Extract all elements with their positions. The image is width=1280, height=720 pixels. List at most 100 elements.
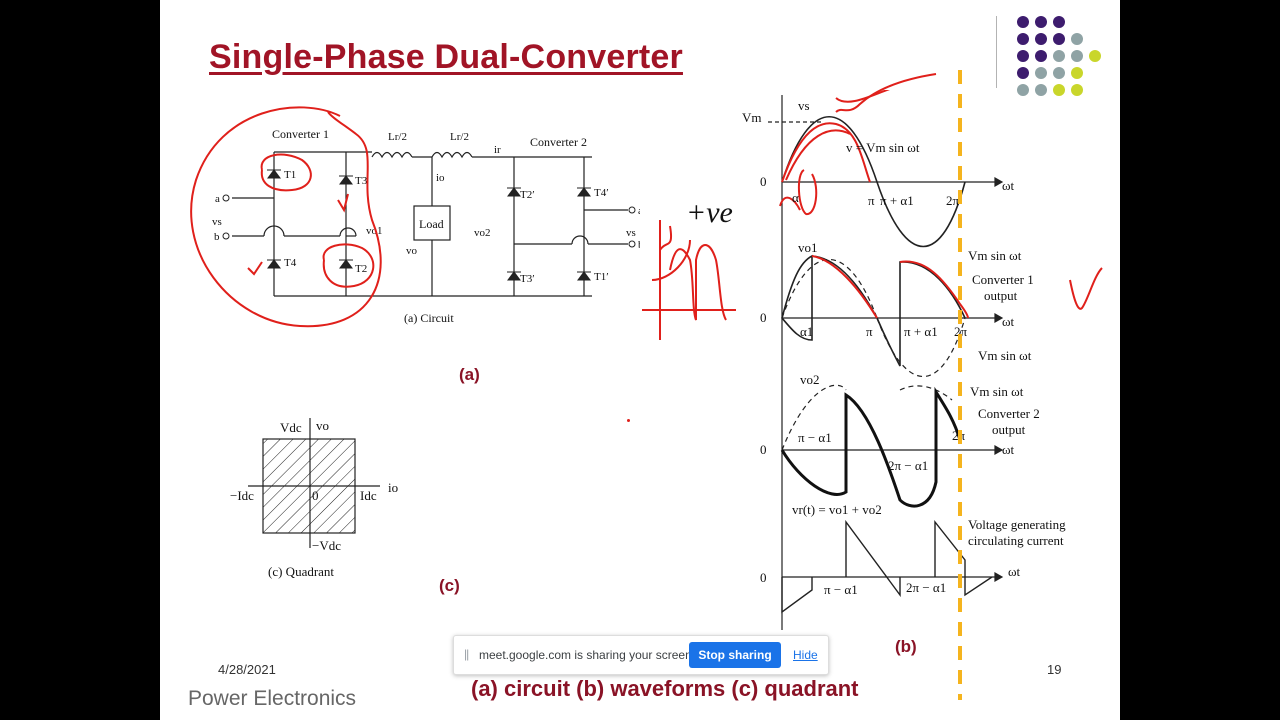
- origin-label: 0: [312, 488, 319, 503]
- vs-left: vs: [212, 216, 222, 228]
- slide-date: 4/28/2021: [218, 662, 276, 677]
- quadrant-vo-label: vo: [316, 418, 329, 433]
- decor-dot: [1053, 16, 1065, 28]
- idc-label: Idc: [360, 488, 377, 503]
- figure-label-b: (b): [895, 637, 917, 656]
- alpha-label: α: [792, 190, 799, 205]
- decor-dot: [1035, 16, 1047, 28]
- vo2-label: vo2: [474, 227, 491, 239]
- quadrant-io-label: io: [388, 480, 398, 495]
- hide-link[interactable]: Hide: [793, 648, 818, 662]
- voltage-generating-line2: circulating current: [968, 533, 1064, 548]
- decor-dot: [1053, 84, 1065, 96]
- vs-label: vs: [798, 98, 810, 113]
- decor-dot: [1017, 84, 1029, 96]
- neg-idc-label: −Idc: [230, 488, 254, 503]
- t4p-label: T4′: [594, 187, 609, 199]
- waveform-ink: [779, 90, 969, 319]
- two-pi-label-1: 2π: [946, 193, 960, 208]
- slide: Single-Phase Dual-Converter: [160, 0, 1120, 720]
- pi-label-1: π: [868, 193, 875, 208]
- decor-dot: [1071, 84, 1083, 96]
- vo1-label: vo1: [366, 225, 383, 237]
- converter2-label: Converter 2: [530, 135, 587, 149]
- decor-dot: [1017, 33, 1029, 45]
- io-label: io: [436, 172, 445, 184]
- vo2-axis-label: vo2: [800, 372, 820, 387]
- vo1-axis-label: vo1: [798, 240, 818, 255]
- load-label: Load: [419, 217, 444, 231]
- figure-caption: (a) circuit (b) waveforms (c) quadrant: [471, 676, 859, 701]
- decor-dot: [1017, 16, 1029, 28]
- vdc-label: Vdc: [280, 420, 302, 435]
- vm-sin-label-2: Vm sin ωt: [978, 348, 1032, 363]
- figure-label-c: (c): [439, 576, 460, 595]
- alpha1-label: α1: [800, 324, 813, 339]
- decorative-dot-grid: [160, 0, 1120, 100]
- t1p-label: T1′: [594, 271, 609, 283]
- freehand-ink: +ve: [642, 196, 736, 340]
- share-status-text: meet.google.com is sharing your screen.: [479, 648, 696, 662]
- terminal-b-left: b: [214, 231, 220, 243]
- neg-vdc-label: −Vdc: [312, 538, 341, 553]
- decor-dot: [1053, 50, 1065, 62]
- pi-minus-alpha1-label-2: π − α1: [824, 582, 858, 597]
- decor-dot: [1017, 67, 1029, 79]
- two-pi-minus-alpha1-label-1: 2π − α1: [888, 458, 928, 473]
- drag-handle-icon[interactable]: ||: [464, 647, 469, 661]
- sine-equation: v = Vm sin ωt: [846, 140, 920, 155]
- decor-dot: [1035, 84, 1047, 96]
- t1-label: T1: [284, 169, 296, 181]
- wt-label-3: ωt: [1002, 442, 1015, 457]
- t4-label: T4: [284, 257, 297, 269]
- quadrant-diagram: Vdc vo −Idc 0 Idc io −Vdc (c) Quadrant: [230, 418, 398, 579]
- wt-label-1: ωt: [1002, 178, 1015, 193]
- t2p-label: T2′: [520, 189, 535, 201]
- pi-plus-alpha-label-2: π + α1: [904, 324, 938, 339]
- slide-footer: Power Electronics: [188, 687, 357, 710]
- t3-label: T3: [355, 175, 368, 187]
- vs-right: vs: [626, 227, 636, 239]
- converter2-ink: [780, 386, 962, 508]
- circuit-caption: (a) Circuit: [404, 311, 454, 325]
- terminal-b-right: b: [638, 239, 640, 251]
- converter2-output-line2: output: [992, 422, 1026, 437]
- zero-label-1: 0: [760, 174, 767, 189]
- converter2-output-line1: Converter 2: [978, 406, 1040, 421]
- two-pi-minus-alpha1-label-2: 2π − α1: [906, 580, 946, 595]
- positive-annotation: +ve: [686, 196, 733, 229]
- vm-label: Vm: [742, 110, 762, 125]
- marker-dashed-line: [958, 70, 962, 700]
- vm-sin-label-1: Vm sin ωt: [968, 248, 1022, 263]
- zero-label-4: 0: [760, 570, 767, 585]
- converter1-output-line2: output: [984, 288, 1018, 303]
- decor-dot: [1035, 50, 1047, 62]
- circuit-ink-annotations: [190, 106, 382, 328]
- terminal-a-right: a: [638, 205, 640, 217]
- slide-number: 19: [1047, 662, 1062, 677]
- freehand-swoosh: [835, 73, 937, 113]
- converter1-output-line1: Converter 1: [972, 272, 1034, 287]
- vm-sin-label-3: Vm sin ωt: [970, 384, 1024, 399]
- waveform-diagram: Vm vs v = Vm sin ωt 0 α π π + α1 2π ωt v…: [742, 90, 1066, 630]
- t2-label: T2: [355, 263, 367, 275]
- vertical-divider: [996, 16, 997, 88]
- vo-label: vo: [406, 245, 418, 257]
- decor-dot: [1017, 50, 1029, 62]
- converter1-label: Converter 1: [272, 127, 329, 141]
- decor-dot: [1053, 67, 1065, 79]
- decor-dot: [1035, 67, 1047, 79]
- zero-label-3: 0: [760, 442, 767, 457]
- pi-label-2: π: [866, 324, 873, 339]
- inductor-label-2: Lr/2: [450, 131, 469, 143]
- vr-equation: vr(t) = vo1 + vo2: [792, 502, 882, 517]
- circuit-diagram: Converter 1 Converter 2 Lr/2 Lr/2 ir io …: [190, 106, 640, 328]
- pi-minus-alpha1-label-1: π − α1: [798, 430, 832, 445]
- screen-share-banner: || meet.google.com is sharing your scree…: [453, 635, 829, 675]
- decor-dot: [1035, 33, 1047, 45]
- freehand-check-mark: [1069, 267, 1103, 310]
- stop-sharing-button[interactable]: Stop sharing: [689, 642, 781, 668]
- red-dot: [627, 419, 630, 422]
- decor-dot: [1071, 33, 1083, 45]
- decor-dot: [1071, 50, 1083, 62]
